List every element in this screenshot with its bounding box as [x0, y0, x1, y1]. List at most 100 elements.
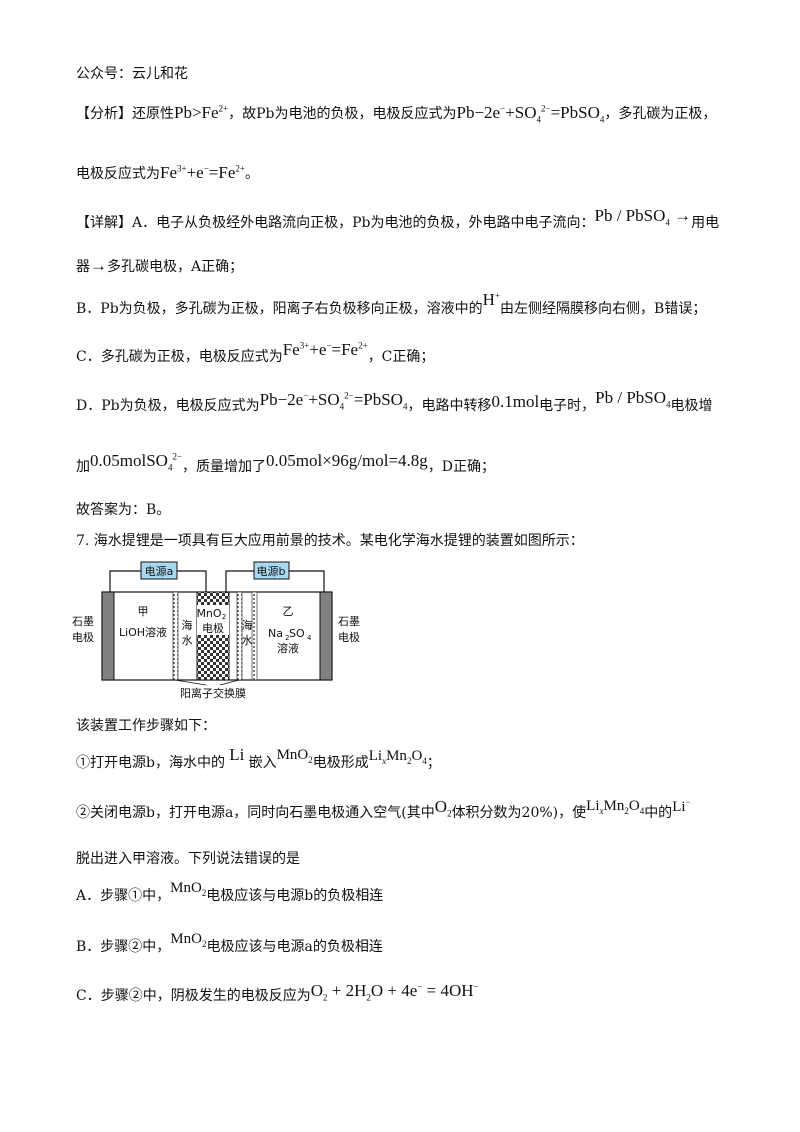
text-seg: 电极形成: [312, 755, 369, 771]
wire-b-right: [289, 570, 325, 592]
text-seg: 还原性: [132, 106, 174, 122]
text-seg: D．Pb为负极，电极反应式为: [76, 398, 260, 414]
formula: Li: [224, 745, 249, 764]
formula: 0.1mol: [491, 392, 540, 411]
step-1: ①打开电源b，海水中的 Li 嵌入MnO2电极形成LixMn2O4；: [76, 745, 441, 773]
middle-membrane: [236, 591, 243, 681]
label-line: 电极: [338, 631, 360, 644]
mno2-subscript: 2: [222, 613, 226, 621]
account-name: 公众号：云儿和花: [76, 66, 188, 82]
text-seg: 电极反应式为: [76, 166, 160, 182]
yi-label: 乙: [283, 605, 294, 618]
left-electrode-label: 石墨 电极: [72, 614, 94, 646]
text-seg: ，电路中转移: [407, 398, 492, 414]
mno2-label-bg: [197, 605, 229, 635]
detail-b: B．Pb为负极，多孔碳为正极，阳离子右负极移向正极，溶液中的H+由左侧经隔膜移向…: [76, 290, 707, 319]
text-seg: ，故Pb为电池的负极，电极反应式为: [228, 106, 457, 122]
detail-a-line-1: 【详解】A．电子从负极经外电路流向正极，Pb为电池的负极，外电路中电子流向：Pb…: [76, 206, 720, 233]
power-b-label: 电源b: [257, 564, 286, 578]
detail-d-line-2: 加0.05molSO42−，质量增加了0.05mol×96g/mol=4.8g，…: [76, 451, 496, 477]
seawater-right-2: 水: [242, 634, 253, 647]
arrow-icon: →: [90, 256, 107, 275]
right-membrane: [251, 591, 258, 681]
formula: 0.05mol×96g/mol=4.8g: [266, 451, 428, 470]
label-line: 电极: [72, 631, 94, 644]
lioh-label: LiOH溶液: [119, 625, 167, 639]
formula: Fe3++e−=Fe2+: [282, 340, 368, 359]
text-seg: C．多孔碳为正极，电极反应式为: [76, 349, 283, 365]
text-seg: ①打开电源b，海水中的: [76, 755, 225, 771]
detail-a-line-2: 器→多孔碳电极，A正确；: [76, 256, 243, 277]
analysis-line-2: 电极反应式为Fe3++e−=Fe2+。: [76, 163, 259, 184]
na2so4-sub2: 2: [285, 634, 289, 642]
power-b-box: [253, 561, 290, 580]
formula: LixMn2O4: [368, 748, 427, 766]
text-seg: B．步骤②中，: [76, 939, 171, 955]
text-seg: 器: [76, 259, 90, 275]
text-seg: 电极应该与电源a的负极相连: [206, 939, 383, 955]
text-seg: ，质量增加了: [182, 459, 267, 475]
text-seg: 多孔碳电极，A正确；: [107, 259, 244, 275]
text-seg: 用电: [691, 215, 720, 231]
detail-d-line-1: D．Pb为负极，电极反应式为Pb−2e−+SO42−=PbSO4，电路中转移0.…: [76, 388, 713, 416]
text-seg: ，多孔碳为正极，: [604, 106, 717, 122]
right-graphite-electrode: [319, 591, 333, 681]
membrane-pointer: [219, 679, 240, 686]
formula: LixMn2O4: [586, 798, 645, 816]
text-seg: ；: [426, 755, 441, 771]
text-seg: 体积分数为20%)，使: [451, 805, 587, 821]
left-membrane: [172, 591, 179, 681]
seawater-right-1: 海: [242, 618, 253, 632]
option-c: C．步骤②中，阴极发生的电极反应为O2 + 2H2O + 4e− = 4OH−: [76, 981, 479, 1006]
formula: Pb−2e−+SO42−=PbSO4: [259, 390, 408, 412]
option-a: A．步骤①中，MnO2电极应该与电源b的负极相连: [76, 880, 383, 906]
text-seg: 嵌入: [248, 755, 277, 771]
text-seg: ，D正确；: [427, 459, 496, 475]
text-seg: A．步骤①中，: [76, 888, 171, 904]
wire-a-right: [177, 570, 207, 592]
analysis-line-1: 【分析】还原性Pb>Fe2+，故Pb为电池的负极，电极反应式为Pb−2e−+SO…: [76, 103, 716, 124]
power-a-box: [140, 561, 178, 580]
step-2-line-1: ②关闭电源b，打开电源a，同时向石墨电极通入空气(其中O2体积分数为20%)，使…: [76, 797, 691, 823]
wire-b-left: [225, 570, 254, 592]
membrane-label: 阳离子交换膜: [180, 686, 246, 700]
option-b: B．步骤②中，MnO2电极应该与电源a的负极相连: [76, 931, 383, 957]
membrane-pointer: [174, 679, 207, 686]
formula: MnO2: [276, 747, 313, 765]
formula: Li−: [672, 797, 691, 816]
detail-c: C．多孔碳为正极，电极反应式为Fe3++e−=Fe2+，C正确；: [76, 340, 435, 367]
answer: 故答案为：B。: [76, 502, 171, 518]
label-line: 石墨: [72, 615, 94, 628]
formula: Fe3++e−=Fe2+: [160, 163, 245, 182]
left-graphite-electrode: [101, 591, 115, 681]
text-seg: 中的: [644, 805, 673, 821]
step-2-line-2: 脱出进入甲溶液。下列说法错误的是: [76, 851, 300, 867]
detail-tag: 【详解】: [76, 215, 132, 231]
formula: Pb−2e−+SO42−=PbSO4: [456, 103, 605, 125]
electrochemical-diagram: 电源a 电源b MnO 2 电极 甲 LiOH溶液 海 水 海 水 乙 Na 2…: [101, 561, 333, 700]
text-seg: 电子时，: [539, 398, 596, 414]
na2so4-so: SO: [289, 627, 305, 640]
analysis-tag: 【分析】: [76, 106, 132, 122]
formula: O2: [434, 797, 452, 819]
text-seg: ，C正确；: [367, 349, 435, 365]
na2so4-na: Na: [268, 627, 283, 640]
seawater-left-2: 水: [182, 634, 193, 647]
right-electrode-label: 石墨 电极: [338, 614, 360, 646]
formula: 0.05molSO42−: [90, 451, 183, 473]
text-seg: C．步骤②中，阴极发生的电极反应为: [76, 988, 311, 1004]
steps-intro: 该装置工作步骤如下：: [76, 718, 216, 734]
na2so4-solution: 溶液: [277, 641, 299, 655]
text-seg: ②关闭电源b，打开电源a，同时向石墨电极通入空气(其中: [76, 805, 435, 821]
mno2-label: MnO: [196, 607, 221, 620]
formula: MnO2: [170, 880, 207, 898]
text-seg: 由左侧经隔膜移向右侧，B错误；: [500, 301, 707, 317]
seawater-left-1: 海: [182, 618, 193, 632]
text-seg: B．Pb为负极，多孔碳为正极，阳离子右负极移向正极，溶液中的: [76, 301, 483, 317]
wire-a-left: [109, 570, 141, 592]
na2so4-sub4: 4: [307, 634, 312, 642]
formula: Pb / PbSO4: [595, 388, 671, 410]
text-seg: 电极增: [670, 398, 713, 414]
power-a-label: 电源a: [145, 564, 174, 578]
text-seg: 。: [244, 166, 259, 182]
